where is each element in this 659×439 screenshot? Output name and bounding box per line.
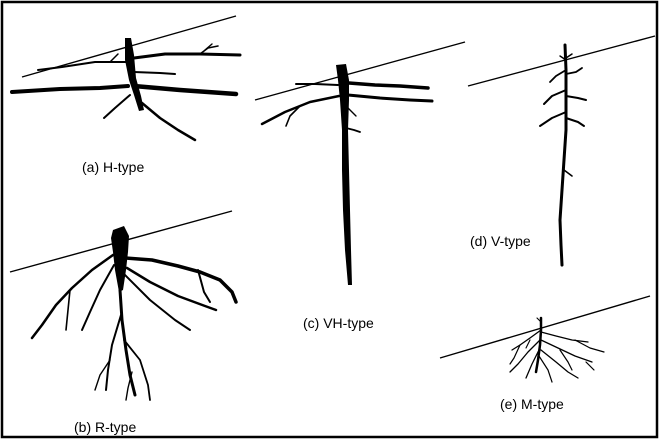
fibrous-root — [539, 356, 552, 382]
lateral-root — [120, 290, 135, 395]
lateral-root — [296, 84, 338, 85]
fibrous-root — [526, 340, 530, 348]
panel-m-type: (e) M-type — [440, 296, 650, 412]
lateral-root — [262, 96, 339, 124]
lateral-root — [12, 86, 128, 92]
taproot — [125, 38, 144, 111]
lateral-root — [540, 112, 566, 126]
lateral-root — [566, 68, 582, 74]
panel-label-h-type: (a) H-type — [82, 159, 144, 175]
taproot — [536, 318, 541, 372]
lateral-root — [66, 290, 70, 330]
ground-line — [255, 42, 465, 100]
panel-label-m-type: (e) M-type — [500, 396, 564, 412]
lateral-root — [104, 95, 130, 118]
lateral-root — [564, 170, 572, 176]
panel-vh-type: (c) VH-type — [255, 42, 465, 331]
taproot — [560, 45, 566, 265]
panel-label-v-type: (d) V-type — [470, 233, 531, 249]
lateral-root — [349, 83, 428, 88]
panel-v-type: (d) V-type — [468, 36, 655, 265]
lateral-root — [566, 96, 586, 100]
lateral-root — [126, 258, 236, 302]
lateral-root — [550, 70, 566, 82]
lateral-root — [348, 108, 356, 116]
lateral-root — [134, 54, 240, 58]
ground-line — [468, 36, 655, 86]
lateral-root — [544, 90, 566, 104]
panel-h-type: (a) H-type — [12, 16, 240, 175]
lateral-root — [134, 72, 175, 74]
lateral-root — [124, 274, 190, 330]
fibrous-root — [575, 340, 604, 352]
lateral-root — [348, 95, 432, 101]
lateral-root — [566, 118, 584, 126]
lateral-root — [38, 62, 128, 70]
lateral-root — [106, 315, 121, 390]
lateral-root — [32, 255, 113, 338]
ground-line — [440, 296, 650, 358]
panel-label-vh-type: (c) VH-type — [303, 315, 374, 331]
lateral-root — [346, 128, 360, 132]
lateral-root — [142, 103, 195, 140]
panel-label-r-type: (b) R-type — [74, 419, 136, 435]
lateral-root — [110, 54, 118, 62]
panel-r-type: (b) R-type — [10, 211, 236, 435]
lateral-root — [134, 86, 236, 94]
fibrous-root — [541, 332, 588, 342]
fibrous-root — [586, 362, 594, 370]
